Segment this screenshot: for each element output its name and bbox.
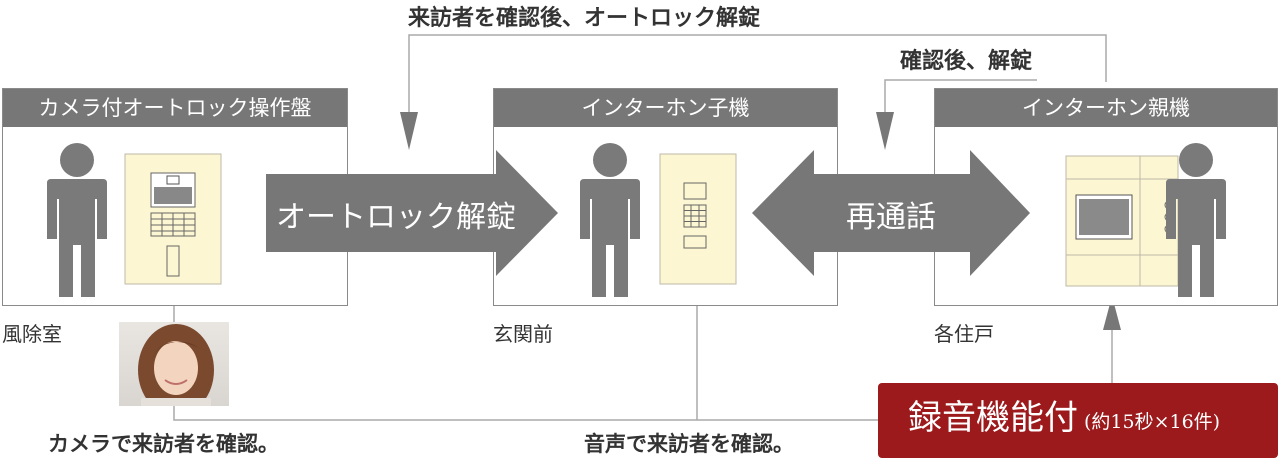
unlock-arrow-label: オートロック解錠 [276,200,516,235]
intercom-master-monitor-icon [1065,155,1179,287]
second-route-line [884,79,1037,112]
intercom-substation-device-icon [659,153,737,285]
top-route-arrowhead [400,112,418,150]
unit-location-label: 各住戸 [934,322,994,346]
resident-at-door-person-icon [580,143,640,297]
entrance-panel: カメラ付オートロック操作盤 [2,88,348,306]
unlock-arrow [266,150,558,276]
recall-arrow-label: 再通話 [846,200,936,235]
door-panel-title: インターホン子機 [494,89,837,127]
camera-caption: カメラで来訪者を確認。 [48,431,279,456]
second-route-label: 確認後、解錠 [900,48,1033,74]
top-route-line [408,34,1107,112]
recording-badge-main: 録音機能付 [908,398,1078,438]
monitor-feed-arrowhead [1103,296,1121,330]
door-location-label: 玄関前 [493,322,553,346]
second-route-arrowhead [876,112,894,150]
recording-badge-sub: (約15秒×16件) [1084,411,1221,433]
voice-caption: 音声で来訪者を確認。 [584,431,794,456]
top-route-label: 来訪者を確認後、オートロック解錠 [408,5,761,31]
visitor-photo [119,322,229,406]
entrance-panel-title: カメラ付オートロック操作盤 [3,89,347,127]
visitor-person-icon [47,143,107,297]
autolock-panel-device-icon [124,153,222,285]
recording-feature-badge: 録音機能付 (約15秒×16件) [878,383,1278,458]
resident-in-unit-person-icon [1166,143,1226,297]
recall-double-arrow [752,150,1030,276]
unit-panel-title: インターホン親機 [935,89,1277,127]
bottom-route-line [173,287,878,421]
entrance-location-label: 風除室 [2,322,62,346]
